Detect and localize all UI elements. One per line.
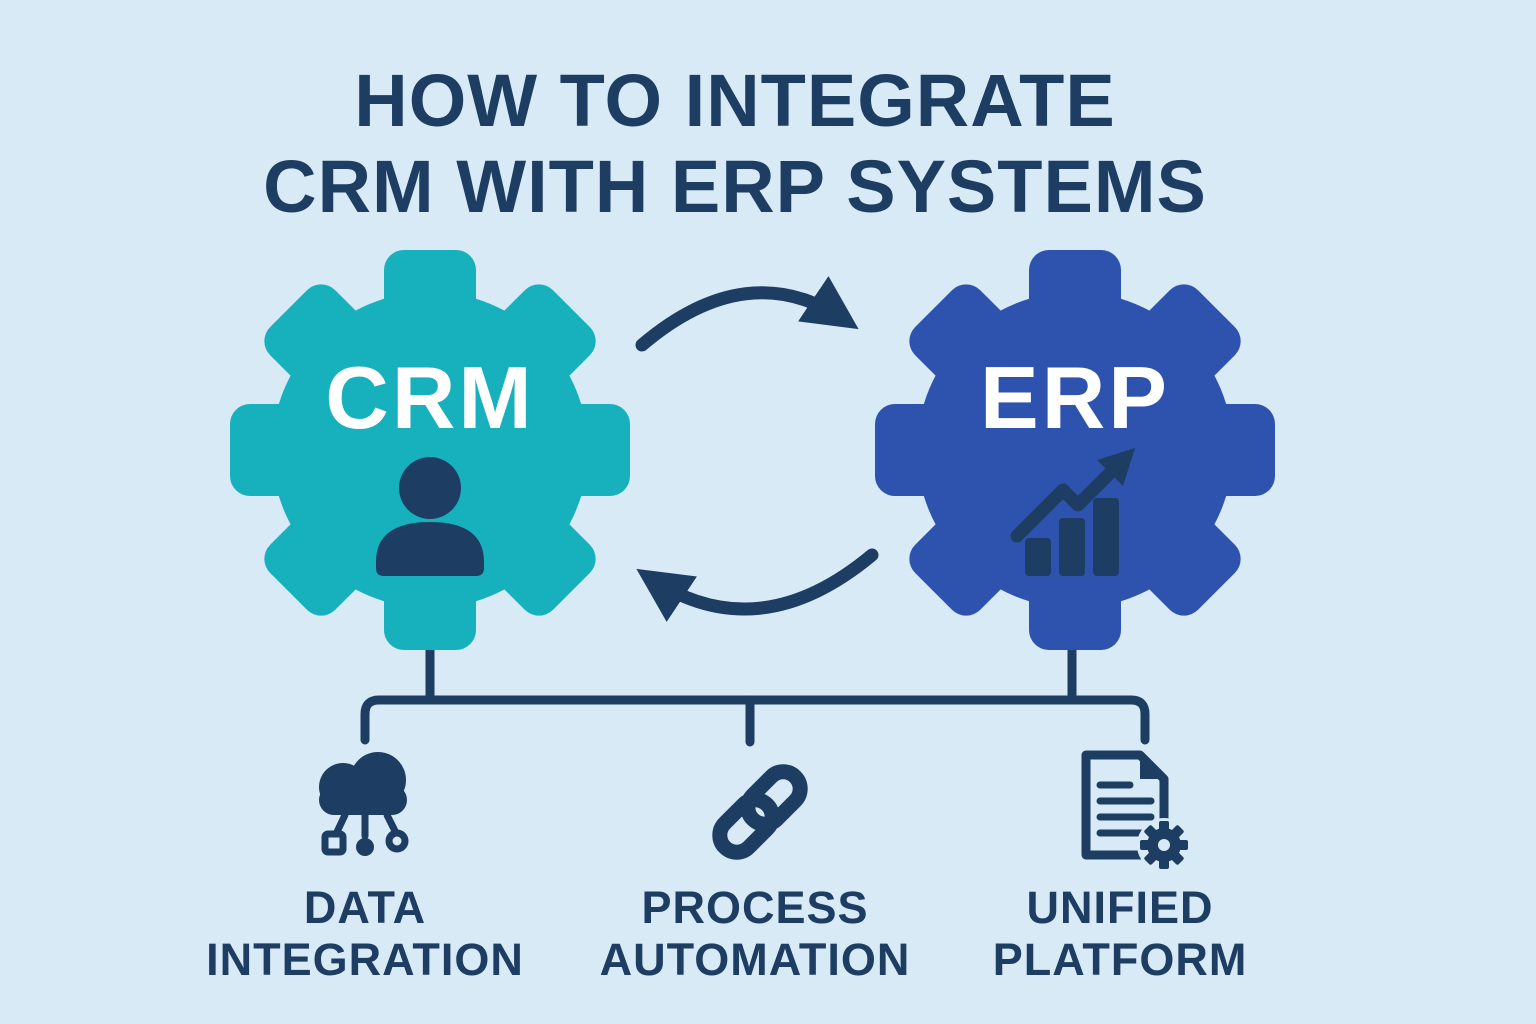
title-line-2: CRM WITH ERP SYSTEMS xyxy=(263,144,1207,228)
item-label-line: DATA xyxy=(303,882,427,933)
erp-gear: ERP xyxy=(875,250,1275,650)
item-label-line: AUTOMATION xyxy=(599,933,911,985)
crm-gear: CRM xyxy=(230,250,630,650)
crm-gear-label: CRM xyxy=(325,348,534,447)
erp-gear-label: ERP xyxy=(980,348,1170,447)
item-label-line: PLATFORM xyxy=(992,933,1248,985)
curved-arrow-left-icon xyxy=(636,548,879,622)
chain-link-icon xyxy=(690,742,830,887)
item-label-line: UNIFIED xyxy=(1026,882,1214,933)
item-label-process-automation: PROCESS AUTOMATION xyxy=(585,882,925,986)
gear-shape xyxy=(875,250,1275,650)
growth-chart-icon xyxy=(1010,448,1135,576)
item-label-line: INTEGRATION xyxy=(206,933,524,985)
erp-gear-graphic: ERP xyxy=(875,250,1275,650)
page-title: HOW TO INTEGRATE CRM WITH ERP SYSTEMS xyxy=(0,58,1470,230)
person-icon xyxy=(376,457,484,576)
curved-arrow-right-icon xyxy=(635,276,859,352)
cloud-network-icon xyxy=(295,735,435,880)
document-gear-icon xyxy=(1048,733,1198,888)
crm-gear-graphic: CRM xyxy=(230,250,630,650)
connector-horizontal-bar xyxy=(360,695,1150,745)
item-label-unified-platform: UNIFIED PLATFORM xyxy=(950,882,1290,986)
item-label-data-integration: DATA INTEGRATION xyxy=(195,882,535,986)
title-line-1: HOW TO INTEGRATE xyxy=(354,59,1116,142)
gear-shape xyxy=(230,250,630,650)
item-label-line: PROCESS xyxy=(641,882,869,933)
